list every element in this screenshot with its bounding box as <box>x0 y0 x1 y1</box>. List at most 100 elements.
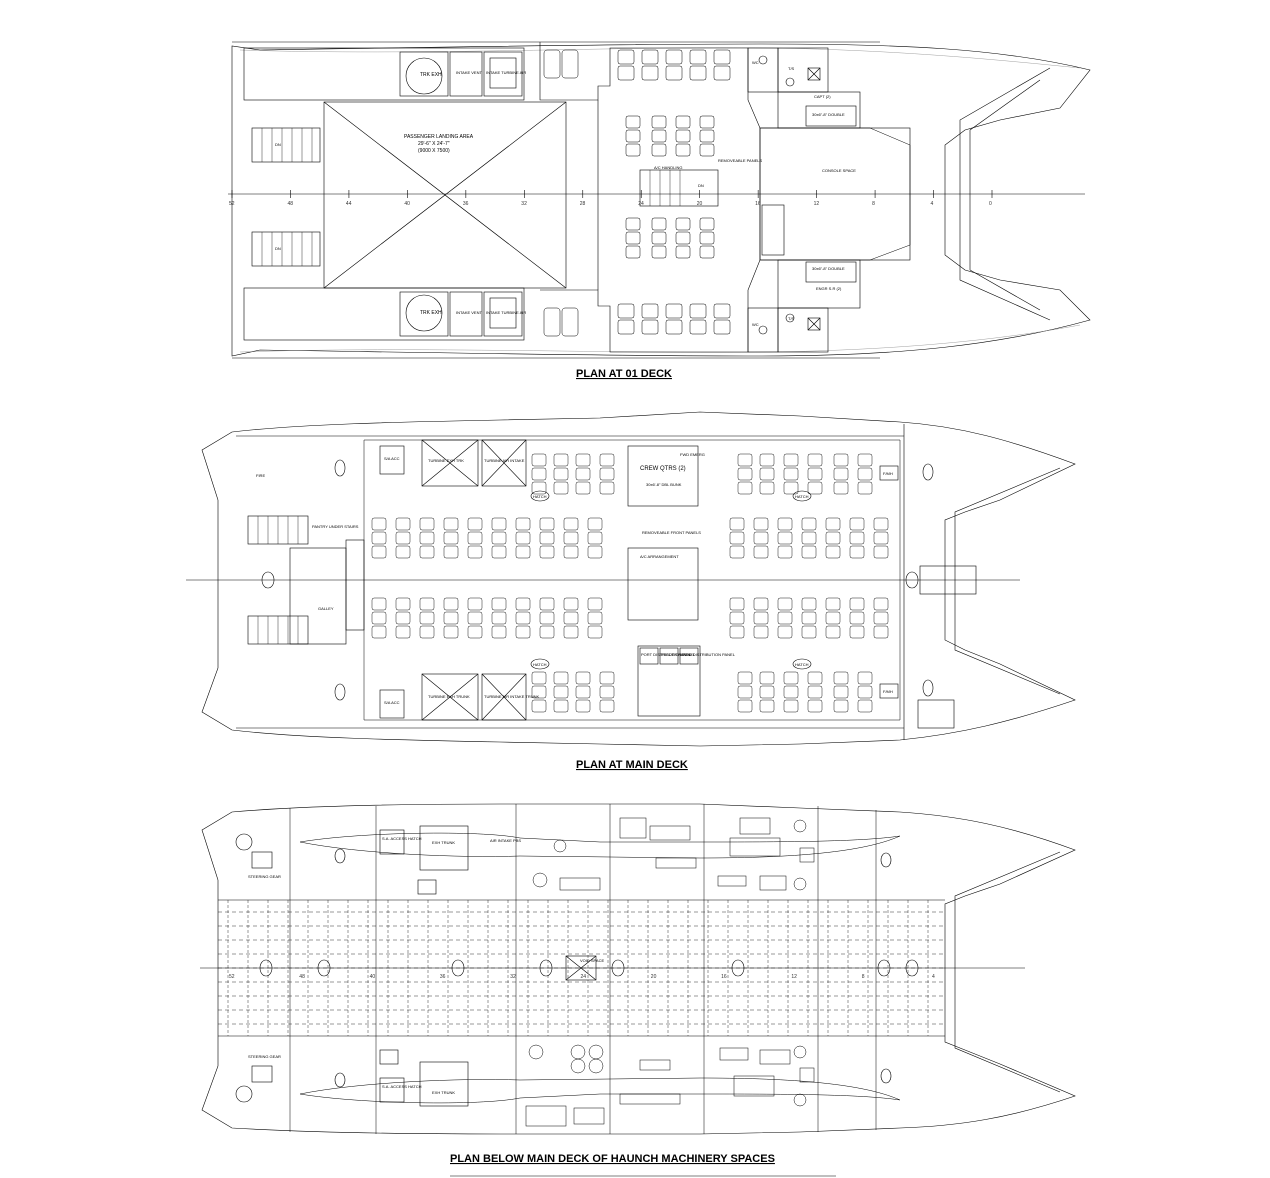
frame-number: 48 <box>299 974 305 980</box>
seat <box>587 517 603 531</box>
deck01-console-label: CONSOLE SPACE <box>822 168 856 173</box>
deck01-stair-lower <box>251 231 321 267</box>
seat <box>587 531 603 545</box>
seat <box>599 467 615 481</box>
seat <box>563 625 579 639</box>
seat <box>395 545 411 559</box>
deck01-landing-dim: 29'-6" X 24'-7" <box>418 141 450 147</box>
deck01-double-bunk-bottom <box>805 261 857 283</box>
seat <box>599 481 615 495</box>
main-port-panel-label: PORT DISTRIBUTION PANEL <box>641 652 696 657</box>
seat <box>873 625 889 639</box>
seat <box>515 517 531 531</box>
plan-below-main-deck: STEERING GEAR STEERING GEAR EXH TRUNK EX… <box>200 803 1076 1177</box>
below-hull-outline <box>201 803 1076 1135</box>
title-plan-below-main-deck: PLAN BELOW MAIN DECK OF HAUNCH MACHINERY… <box>450 1153 775 1165</box>
seat <box>575 699 591 713</box>
seat <box>857 467 873 481</box>
main-turbine-exh-trk-top <box>421 439 479 487</box>
main-hatch-label-1: HATCH <box>533 494 547 499</box>
seat <box>563 611 579 625</box>
seat <box>491 611 507 625</box>
frame-number: 52 <box>229 201 235 207</box>
seat <box>783 685 799 699</box>
seat <box>857 481 873 495</box>
deck01-seats-bottom <box>543 217 731 337</box>
main-cabin-outline <box>363 439 901 721</box>
deck01-wc-bottom <box>747 307 779 353</box>
seat <box>419 545 435 559</box>
deck01-upper-exh-box <box>399 51 449 97</box>
frame-number: 32 <box>521 201 527 207</box>
seat <box>575 467 591 481</box>
seat <box>531 467 547 481</box>
seat <box>599 699 615 713</box>
main-turbine-intake-bottom <box>481 673 527 721</box>
seat <box>833 481 849 495</box>
seat <box>531 699 547 713</box>
below-machinery-lower <box>525 1044 815 1127</box>
seat <box>737 699 753 713</box>
seat <box>729 545 745 559</box>
deck01-double-bunk-top <box>805 105 857 127</box>
deck01-ts-bottom <box>777 307 829 353</box>
seat <box>801 611 817 625</box>
seat <box>419 625 435 639</box>
deck01-upper-intake <box>449 51 483 97</box>
seat <box>443 597 459 611</box>
seat <box>777 625 793 639</box>
seat <box>539 625 555 639</box>
seat <box>563 531 579 545</box>
main-fire-label: FIRE <box>256 473 265 478</box>
seat <box>849 531 865 545</box>
seat <box>587 625 603 639</box>
deck01-lower-exh-box <box>399 291 449 337</box>
below-steering-gear-top-label: STEERING GEAR <box>248 874 281 879</box>
seat <box>849 611 865 625</box>
below-sa-access-top-label: S.A. ACCESS HATCH <box>382 836 422 841</box>
seat <box>531 685 547 699</box>
seat <box>443 545 459 559</box>
frame-number: 44 <box>346 201 352 207</box>
seat <box>443 611 459 625</box>
below-bow-chine <box>954 851 1061 1093</box>
deck01-trk-exh-lower: TRK EXH <box>420 310 442 316</box>
seat <box>737 685 753 699</box>
seat <box>553 481 569 495</box>
seat <box>873 545 889 559</box>
seat <box>807 685 823 699</box>
main-hatch-label-2: HATCH <box>533 662 547 667</box>
seat <box>783 481 799 495</box>
deck01-stair-upper <box>251 127 321 163</box>
seat <box>759 481 775 495</box>
seat <box>553 685 569 699</box>
seat <box>515 611 531 625</box>
frame-number: 52 <box>229 974 235 980</box>
seat <box>833 453 849 467</box>
seat <box>753 545 769 559</box>
frame-number: 16 <box>721 974 727 980</box>
seat <box>371 517 387 531</box>
seat <box>575 671 591 685</box>
frame-number: 36 <box>463 201 469 207</box>
seat <box>729 625 745 639</box>
seat <box>729 611 745 625</box>
deck01-engr-room <box>777 259 861 309</box>
seat <box>491 517 507 531</box>
seat <box>553 671 569 685</box>
title-plan-01-deck: PLAN AT 01 DECK <box>576 368 672 380</box>
seat <box>515 545 531 559</box>
main-sa-acc-bottom <box>379 689 405 719</box>
main-bow-chine <box>954 467 1061 695</box>
seat <box>849 625 865 639</box>
seat <box>467 611 483 625</box>
main-galley <box>289 547 347 645</box>
frame-number: 40 <box>370 974 376 980</box>
seat <box>467 597 483 611</box>
seat <box>553 699 569 713</box>
seat <box>467 517 483 531</box>
deck01-trk-exh-upper: TRK EXH <box>420 72 442 78</box>
deck01-double-top-label: 30x6"-8" DOUBLE <box>812 112 845 117</box>
